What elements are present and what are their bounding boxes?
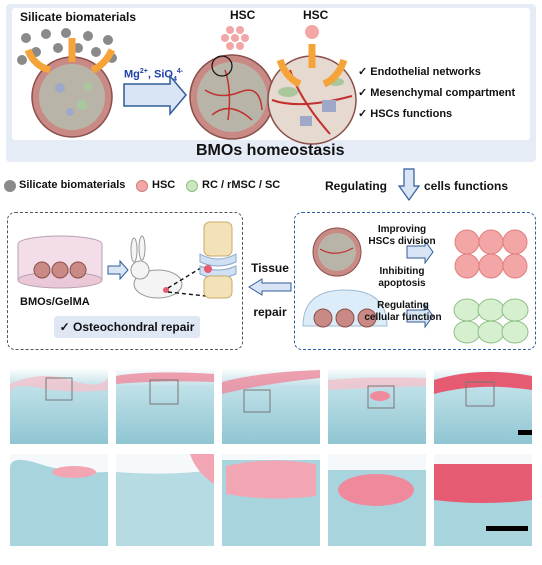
left-arrow-icon [248,278,292,296]
hsc-cells [454,229,528,279]
histology-top-5 [434,368,532,444]
gelma-dish [17,235,103,289]
organoid-2 [189,54,275,140]
checklist-item: ✓ Mesenchymal compartment [358,87,516,99]
top-illustrations [17,25,357,145]
arrow-icon-2 [406,303,434,329]
homeostasis-title: BMOs homeostasis [196,142,345,159]
histology-top-4 [328,368,426,444]
hsc-label-1: HSC [230,8,256,22]
legend-swatch-hsc [136,180,148,192]
tissue-repair-label: Tissue repair [248,258,292,322]
histology-grid [10,368,532,546]
small-arrow-icon [107,259,129,281]
scale-bar-bottom [486,526,528,531]
joint-icon [199,221,237,299]
checklist: ✓ Endothelial networks ✓ Mesenchymal com… [358,62,515,125]
gel-dome [302,289,388,328]
orange-arrow-2 [90,48,116,74]
orange-arrow-1 [24,48,52,74]
hsc-label-2: HSC [303,8,329,22]
legend-label-silicate: Silicate biomaterials [19,179,126,191]
ion-label: Mg2+, SiO44- [124,68,184,83]
orange-arrow-4 [276,58,302,88]
hsc-cluster [221,26,249,50]
right-function-box [294,212,536,350]
down-arrow-icon [398,168,420,202]
big-arrow-icon [123,73,187,117]
histology-bottom-3 [222,454,320,546]
green-cells [453,298,529,344]
gelma-label: BMOs/GelMA [20,296,90,308]
histology-top-2 [116,368,214,444]
repair-illustrations [17,221,237,299]
organoid-1 [31,56,113,138]
histology-bottom-4 [328,454,426,546]
histology-bottom-2 [116,454,214,546]
left-repair-box [7,212,243,350]
legend-swatch-silicate [4,180,16,192]
histology-top-1 [10,368,108,444]
histology-bottom-5 [434,454,532,546]
histology-bottom-1 [10,454,108,546]
hsc-single [305,25,319,39]
silicate-biomaterials-label: Silicate biomaterials [20,10,137,24]
legend-label-hsc: HSC [152,179,176,191]
organoid-small [312,227,362,277]
checklist-item: ✓ HSCs functions [358,108,453,120]
orange-arrow-5 [322,58,348,88]
function-illustrations [302,227,529,344]
legend-label-cells: RC / rMSC / SC [202,179,281,191]
osteochondral-repair-badge: ✓ Osteochondral repair [54,316,200,338]
scale-bar-top [518,430,532,435]
regulating-label: Regulating [325,179,387,193]
legend-swatch-cells [186,180,198,192]
histology-top-3 [222,368,320,444]
arrow-icon-1 [406,239,434,265]
cells-functions-label: cells functions [424,179,509,193]
checklist-item: ✓ Endothelial networks [358,66,481,78]
rabbit-icon [130,235,183,299]
